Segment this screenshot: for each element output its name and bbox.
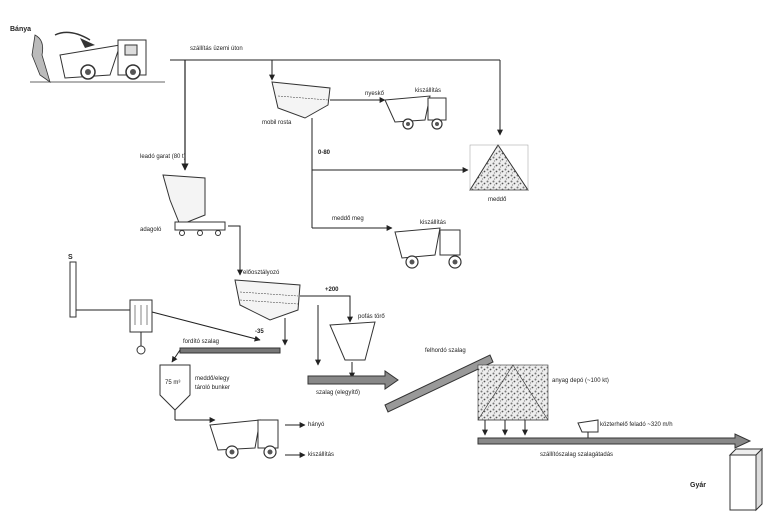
label-bunker-volume: 75 m³ [165, 380, 181, 386]
jaw-crusher-icon [329, 321, 376, 361]
inclined-conveyor-icon [384, 354, 494, 413]
label-long-conveyor: szállítószalag szalagátadás [540, 452, 614, 458]
label-minus-35: -35 [255, 329, 264, 335]
label-stack-s: S [68, 254, 73, 261]
label-kiszallitas-2: kiszállítás [420, 220, 447, 226]
label-kiszallitas-1: kiszállítás [415, 88, 442, 94]
factory-icon [728, 447, 764, 512]
label-bunker-text-2: tároló bunker [195, 385, 231, 391]
label-meddo-meg: meddő meg [332, 216, 364, 222]
label-feed-road: szállítás üzemi úton [190, 46, 243, 52]
label-hanyo: hányó [308, 422, 325, 428]
dump-truck-icon-meddo [394, 227, 462, 269]
label-plus-200: +200 [325, 287, 339, 293]
label-return-conveyor: fordító szalag [183, 339, 220, 345]
storage-bunker-icon [159, 364, 191, 411]
feed-bunker-icon [162, 174, 226, 236]
label-crusher: pofás törő [358, 314, 385, 320]
label-mobile-screen: mobil rosta [262, 120, 292, 126]
long-conveyor-icon [477, 433, 752, 449]
label-product-conveyor: szalag (elegyítő) [316, 390, 361, 396]
vibrating-screen-icon [234, 279, 301, 321]
label-pre-screen: előosztályozó [243, 270, 280, 276]
label-loading-feeder: közterhelő feladó ~320 m/h [600, 422, 673, 428]
stack-icon [69, 261, 77, 318]
label-feeder: adagoló [140, 227, 162, 233]
label-feed-bunker: leadó garat (80 t) [140, 154, 186, 160]
label-incline-conveyor: felhordó szalag [425, 348, 466, 354]
label-factory: Gyár [690, 482, 706, 489]
label-banya: Bánya [10, 26, 32, 33]
stockpile-icon [477, 364, 549, 421]
excavator-icon [31, 31, 95, 83]
label-bunker-text-1: meddő/elegy [195, 376, 230, 382]
mobile-screen-icon [271, 81, 331, 119]
dump-truck-icon-bunker [209, 419, 279, 459]
label-stockpile: anyag depó (~100 kt) [552, 378, 609, 384]
label-nyesko: nyeskő [365, 91, 385, 97]
product-conveyor-icon [307, 370, 399, 390]
label-meddo: meddő [488, 197, 507, 203]
label-size-0-80: 0-80 [318, 150, 331, 156]
dump-truck-icon-nyesko [384, 95, 447, 130]
dump-truck-icon-quarry [59, 39, 147, 80]
loading-hopper-icon [577, 419, 599, 433]
waste-pile-icon [469, 144, 529, 191]
return-conveyor-icon [179, 347, 281, 354]
label-kiszallitas-3: kiszállítás [308, 452, 335, 458]
